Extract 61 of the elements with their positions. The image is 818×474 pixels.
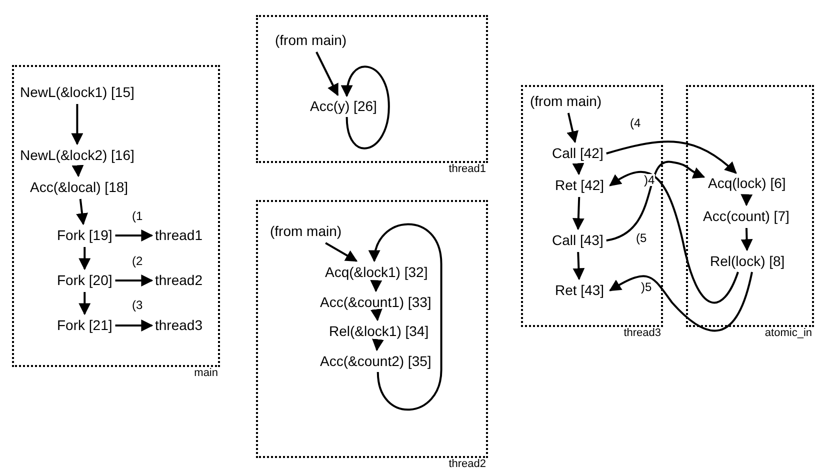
arrow	[71, 104, 84, 146]
arrow	[370, 223, 442, 411]
arrow	[76, 198, 88, 226]
arrow	[609, 171, 739, 304]
arrow	[78, 292, 91, 316]
arrow	[72, 164, 84, 178]
arrow	[325, 242, 358, 262]
statement-text: Fork [19]	[57, 227, 112, 244]
arrow	[115, 274, 154, 286]
frame-title: thread1	[448, 163, 486, 177]
arrow	[572, 196, 584, 230]
frame-title: main	[194, 367, 218, 381]
frame-title: atomic_in	[764, 327, 812, 341]
statement-text: Acc(&local) [18]	[30, 179, 128, 196]
statement-text: Acc(y) [26]	[310, 98, 377, 115]
statement-text: Fork [20]	[57, 272, 112, 289]
statement-text: Call [43]	[552, 232, 604, 249]
arrow	[372, 338, 384, 352]
statement-text: Ret [42]	[555, 177, 604, 194]
edge-label: (3	[132, 299, 143, 311]
arrow	[572, 162, 584, 176]
statement-text: (from main)	[530, 93, 602, 110]
statement-text: thread3	[155, 317, 202, 334]
statement-text: Acc(count) [7]	[703, 208, 790, 225]
statement-text: NewL(&lock1) [15]	[20, 84, 134, 101]
frame-title: thread3	[624, 327, 661, 341]
edge-label: )5	[641, 281, 652, 293]
arrow	[566, 112, 578, 144]
arrow	[740, 228, 753, 252]
edge-label: (1	[132, 210, 143, 222]
statement-text: Call [42]	[552, 145, 604, 162]
arrow	[606, 161, 706, 242]
statement-text: Acq(lock) [6]	[708, 175, 786, 192]
edge-label: (5	[636, 232, 647, 244]
arrow	[606, 140, 737, 174]
arrow	[316, 52, 339, 96]
arrow	[370, 280, 382, 292]
statement-text: Fork [21]	[57, 317, 112, 334]
statement-text: Acq(&lock1) [32]	[325, 264, 428, 281]
frame-title: thread2	[448, 458, 486, 472]
statement-text: thread1	[155, 227, 202, 244]
arrow	[572, 252, 585, 280]
statement-text: (from main)	[275, 32, 347, 49]
edge-label: )4	[644, 174, 655, 186]
arrow	[342, 66, 390, 150]
arrow	[115, 320, 154, 332]
statement-text: Acc(&count2) [35]	[320, 353, 432, 370]
arrow	[78, 247, 91, 270]
arrow	[740, 194, 753, 206]
edge-label: (4	[630, 117, 641, 129]
statement-text: Ret [43]	[555, 282, 604, 299]
arrow	[115, 230, 154, 242]
arrow	[609, 272, 753, 332]
statement-text: Rel(lock) [8]	[710, 253, 785, 270]
edge-label: (2	[132, 255, 143, 267]
statement-text: (from main)	[270, 223, 342, 240]
statement-text: NewL(&lock2) [16]	[20, 147, 134, 164]
statement-text: Rel(&lock1) [34]	[329, 323, 429, 340]
statement-text: thread2	[155, 272, 202, 289]
statement-text: Acc(&count1) [33]	[320, 294, 432, 311]
arrow	[370, 308, 382, 322]
